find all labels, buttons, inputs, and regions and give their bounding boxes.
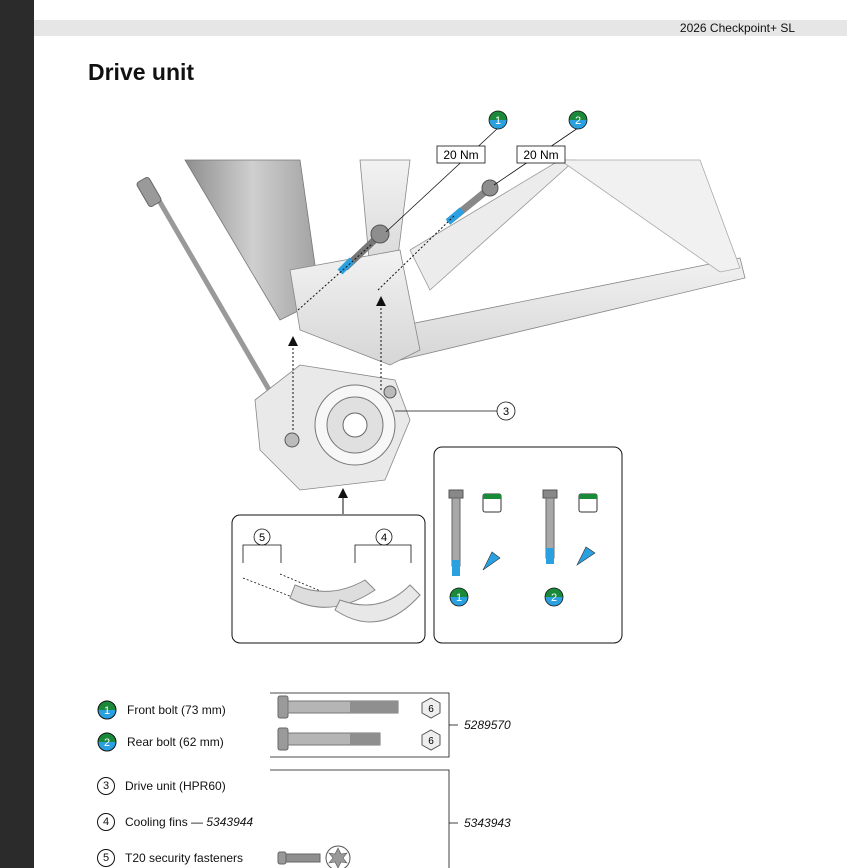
svg-text:5: 5 (259, 532, 265, 544)
part-row-drive-unit: 3 Drive unit (HPR60) (97, 777, 226, 795)
parts-illustration: 6 6 (270, 692, 458, 868)
torque-label-1: 20 Nm (443, 148, 478, 162)
front-bolt-icon (277, 695, 399, 719)
part-row-cooling-fins: 4 Cooling fins — 5343944 (97, 813, 253, 831)
part-label-drive-unit: Drive unit (HPR60) (125, 779, 226, 793)
hex-key-6-icon: 6 (421, 729, 441, 751)
part-row-front-bolt: 1 Front bolt (73 mm) (97, 700, 226, 720)
part-row-rear-bolt: 2 Rear bolt (62 mm) (97, 732, 224, 752)
svg-text:2: 2 (551, 592, 557, 604)
rear-bolt-icon (277, 727, 381, 751)
callout-number-3: 3 (97, 777, 115, 795)
callout-badge-2 (568, 110, 588, 130)
svg-text:1: 1 (456, 592, 462, 604)
bolts-part-number: 5289570 (464, 718, 511, 732)
bb-shell (289, 249, 421, 366)
svg-text:6: 6 (428, 704, 434, 715)
svg-text:1: 1 (104, 705, 110, 717)
drive-unit-diagram: 1 2 20 Nm 20 Nm 3 5 4 (136, 110, 746, 644)
security-fastener-icon (277, 851, 321, 865)
callout-number-4: 4 (97, 813, 115, 831)
svg-text:2: 2 (575, 115, 581, 127)
part-label-security-fasteners: T20 security fasteners (125, 851, 244, 865)
svg-text:6: 6 (428, 736, 434, 747)
callout-number-5: 5 (97, 849, 115, 867)
torx-t20-icon (325, 845, 351, 868)
svg-text:4: 4 (381, 532, 387, 544)
cooling-fins-part-number: 5343944 (206, 815, 254, 829)
front-bolt-threadlock (448, 489, 502, 576)
seat-stay (409, 159, 577, 291)
callout-badge-1 (488, 110, 508, 130)
part-label-rear-bolt: Rear bolt (62 mm) (127, 735, 224, 749)
drive-unit-motor (254, 364, 411, 491)
threadlock-badge-2 (544, 587, 564, 607)
seat-stay-right (558, 159, 741, 273)
part-label-cooling-fins: Cooling fins — 5343944 (125, 815, 254, 829)
part-row-security-fasteners: 5 T20 security fasteners (97, 849, 243, 867)
hex-key-6-icon: 6 (421, 697, 441, 719)
rod-end (136, 176, 162, 208)
svg-text:1: 1 (495, 115, 501, 127)
header-band (34, 20, 847, 36)
document-header-title: 2026 Checkpoint+ SL (679, 21, 795, 35)
svg-text:3: 3 (503, 406, 509, 418)
page-title: Drive unit (88, 59, 195, 85)
callout-badge-1: 1 (97, 700, 117, 720)
threadlock-badge-1 (449, 587, 469, 607)
svg-text:2: 2 (104, 737, 110, 749)
part-label-front-bolt: Front bolt (73 mm) (127, 703, 226, 717)
threadlock-inset (433, 446, 623, 644)
callout-badge-2: 2 (97, 732, 117, 752)
rear-bolt-threadlock (542, 489, 598, 566)
chainstay-rod (147, 183, 278, 402)
torque-label-2: 20 Nm (523, 148, 558, 162)
drive-unit-part-number: 5343943 (464, 816, 511, 830)
left-margin-bar (0, 0, 34, 868)
